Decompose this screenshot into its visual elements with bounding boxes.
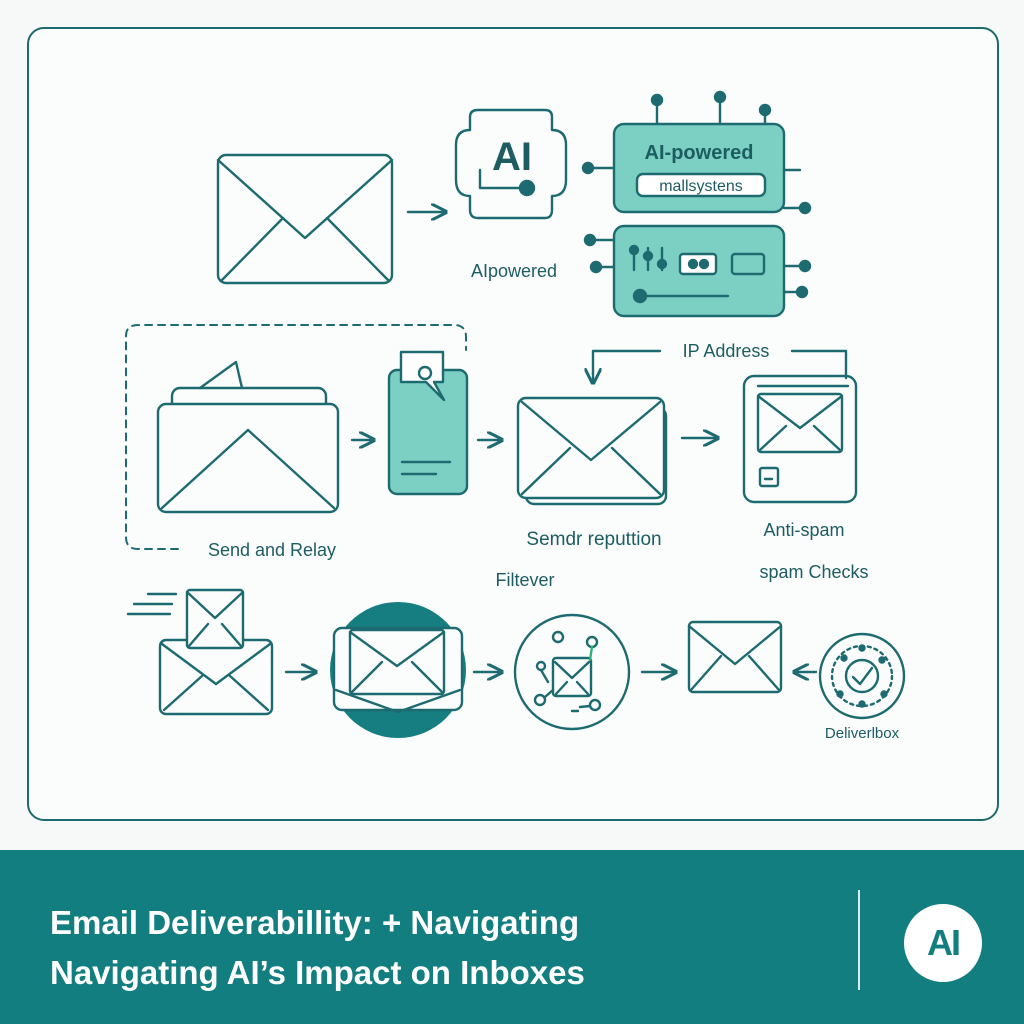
footer-banner bbox=[0, 850, 1024, 1024]
device-screen-icon bbox=[742, 374, 858, 504]
ip-address-label: IP Address bbox=[683, 341, 770, 361]
ip-line bbox=[790, 349, 848, 380]
server-icon bbox=[581, 90, 812, 318]
logo-icon: AI bbox=[904, 904, 982, 982]
ai-badge-text: AI bbox=[492, 135, 532, 179]
send-relay-label: Send and Relay bbox=[208, 540, 336, 560]
title-line-1: Email Deliverabillity: + Navigating bbox=[50, 904, 580, 941]
ai-powered-caption: AIpowered bbox=[471, 261, 557, 281]
deliverbox-label: Deliverlbox bbox=[825, 725, 900, 742]
spam-checks-label: spam Checks bbox=[759, 562, 868, 582]
badge-icon bbox=[818, 632, 906, 720]
footer-divider bbox=[858, 890, 860, 990]
email-flow-diagram: AI AIpowered AI-powered mallsystens IP A… bbox=[27, 27, 999, 821]
title-line-2: Navigating AI’s Impact on Inboxes bbox=[50, 954, 585, 991]
stacked-mail-icon bbox=[156, 360, 340, 514]
envelope-icon bbox=[516, 396, 668, 506]
filter-label: Filtever bbox=[495, 570, 554, 590]
envelope-icon bbox=[687, 620, 783, 694]
server-title: AI-powered bbox=[645, 142, 754, 164]
envelope-icon bbox=[216, 153, 394, 285]
page-title: Email Deliverabillity: + Navigating Navi… bbox=[50, 898, 830, 998]
dashed-group-border bbox=[125, 324, 467, 550]
anti-spam-label: Anti-spam bbox=[763, 520, 844, 540]
badge-mail-icon bbox=[330, 602, 466, 738]
ai-chip-icon bbox=[454, 108, 568, 220]
server-subtitle: mallsystens bbox=[659, 178, 743, 195]
ip-arrow bbox=[593, 349, 662, 383]
sender-reputation-label: Semdr reputtion bbox=[526, 529, 661, 550]
network-filter-icon bbox=[513, 613, 631, 731]
phone-icon bbox=[387, 350, 469, 496]
fast-mail-icon bbox=[126, 588, 274, 716]
